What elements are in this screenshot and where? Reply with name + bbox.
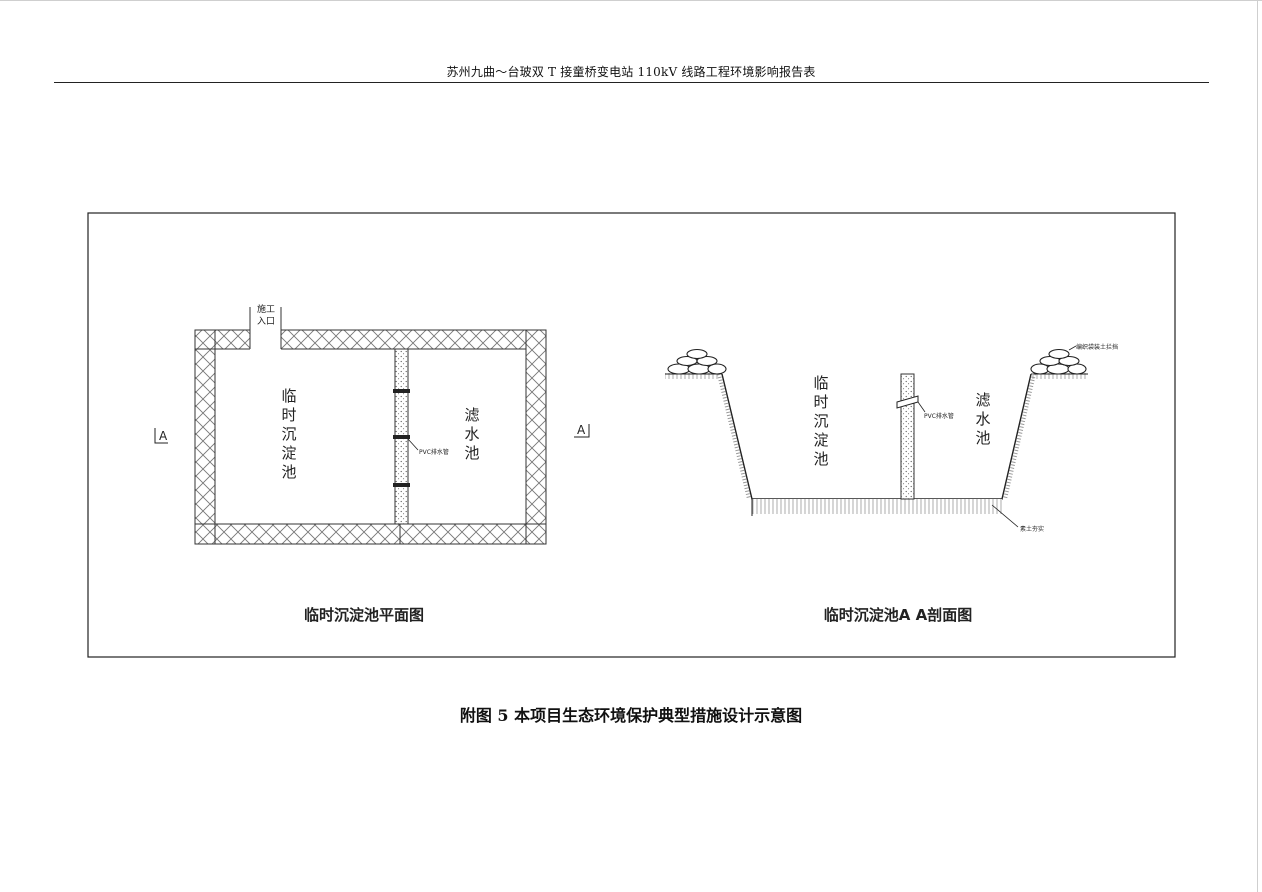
plan-pipe-leader bbox=[407, 438, 419, 451]
bottom-label: 素土夯实 bbox=[1020, 525, 1044, 533]
plan-view-title: 临时沉淀池平面图 bbox=[304, 606, 424, 624]
plan-settling-char-4: 淀 bbox=[281, 444, 296, 462]
section-ground-right bbox=[1031, 373, 1088, 379]
section-filter-char-1: 滤 bbox=[975, 391, 990, 409]
section-settling-char-4: 淀 bbox=[813, 431, 828, 449]
section-filter-char-2: 水 bbox=[975, 410, 990, 428]
section-view: PVC排水管 临 时 沉 淀 池 滤 水 池 编织袋装 bbox=[665, 343, 1118, 624]
plan-pipe-2 bbox=[393, 435, 410, 439]
plan-settling-char-5: 池 bbox=[281, 463, 296, 481]
plan-wall-left bbox=[194, 329, 216, 545]
sandbag-label: 编织袋装土拦挡 bbox=[1076, 343, 1118, 351]
page-top-edge bbox=[0, 0, 1262, 1]
section-settling-char-3: 沉 bbox=[813, 412, 828, 430]
section-mark-right-line bbox=[574, 424, 590, 438]
section-settling-char-5: 池 bbox=[813, 450, 828, 468]
plan-settling-char-2: 时 bbox=[281, 406, 296, 424]
sandbag-leader bbox=[1068, 345, 1077, 351]
bottom-leader bbox=[991, 504, 1019, 528]
plan-pipe-label: PVC排水管 bbox=[419, 448, 449, 456]
plan-settling-char-1: 临 bbox=[281, 387, 296, 405]
section-compacted-bottom bbox=[752, 499, 1002, 514]
plan-filter-char-2: 水 bbox=[464, 425, 479, 443]
plan-filter-char-1: 滤 bbox=[464, 406, 479, 424]
section-ground-left bbox=[665, 373, 720, 379]
plan-inlet-label-1: 施工 bbox=[257, 303, 275, 315]
plan-view: 施工 入口 临 时 沉 淀 池 滤 水 池 PVC排水管 A A 临时沉淀池平面… bbox=[154, 303, 590, 624]
section-mark-left-line bbox=[154, 428, 168, 444]
section-view-title: 临时沉淀池A A剖面图 bbox=[824, 606, 972, 624]
section-pipe-label: PVC排水管 bbox=[924, 412, 954, 420]
section-divider-wall bbox=[900, 373, 915, 500]
header-rule bbox=[54, 82, 1209, 83]
figure-caption: 附图 5 本项目生态环境保护典型措施设计示意图 bbox=[459, 706, 803, 725]
section-filter-char-3: 池 bbox=[975, 429, 990, 447]
section-settling-char-1: 临 bbox=[813, 374, 828, 392]
section-mark-left: A bbox=[159, 429, 168, 443]
plan-inlet-gap bbox=[250, 329, 281, 350]
page-right-edge bbox=[1257, 0, 1258, 892]
plan-filter-char-3: 池 bbox=[464, 444, 479, 462]
sandbag-pile-left bbox=[667, 348, 727, 375]
plan-pipe-1 bbox=[393, 389, 410, 393]
plan-wall-right bbox=[525, 329, 547, 545]
sandbag-pile-right bbox=[1030, 348, 1087, 375]
report-header-title: 苏州九曲～台玻双 T 接童桥变电站 110kV 线路工程环境影响报告表 bbox=[446, 65, 816, 79]
plan-inlet-label-2: 入口 bbox=[257, 316, 275, 327]
figure-frame bbox=[87, 212, 1176, 658]
plan-settling-char-3: 沉 bbox=[281, 425, 296, 443]
plan-wall-bottom bbox=[194, 523, 547, 545]
section-mark-right: A bbox=[577, 423, 586, 437]
plan-wall-top bbox=[194, 329, 547, 350]
section-settling-char-2: 时 bbox=[813, 393, 828, 411]
plan-pipe-3 bbox=[393, 483, 410, 487]
